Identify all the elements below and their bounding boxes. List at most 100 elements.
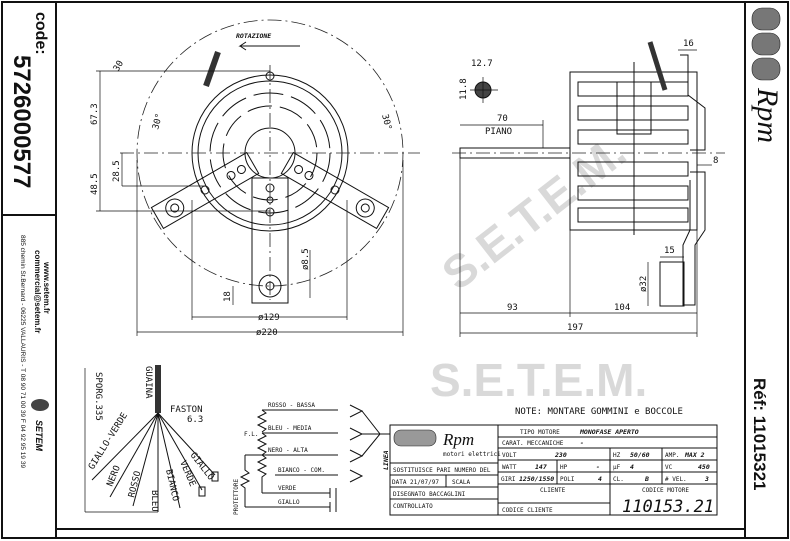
address-text: 885 chemin St.Bernard - 06225 VALLAURIS … — [19, 235, 26, 468]
cable-sheath-bundle — [155, 365, 161, 413]
schematic-line-label: ROSSO - BASSA — [268, 402, 315, 409]
faston-label: FASTON — [170, 405, 203, 415]
carat-value: - — [580, 439, 584, 447]
dim-total-length: 197 — [567, 323, 583, 333]
svg-text:Rpm: Rpm — [442, 430, 474, 449]
date-field: DATA 21/07/97 — [392, 479, 439, 486]
code-label: code: — [32, 12, 49, 55]
dim-arm-width: 30 — [112, 59, 126, 73]
amp-value: MAX 2 — [684, 451, 705, 459]
uf-value: 4 — [630, 463, 634, 471]
hz-value: 50/60 — [630, 451, 650, 459]
wire-label: ROSSO — [127, 470, 143, 499]
dim-shaft-width: 12.7 — [471, 59, 493, 69]
watt-value: 147 — [535, 463, 547, 471]
client-field: CLIENTE — [540, 487, 566, 494]
watermark-2: S.E.T.E.M. — [430, 354, 647, 406]
faston-size: 6.3 — [187, 415, 203, 425]
dim-hole-offset: 18 — [223, 291, 233, 302]
scale-field: SCALA — [452, 479, 470, 486]
poli-value: 4 — [598, 475, 602, 483]
hp-label: HP — [560, 464, 568, 471]
dim-angle-left: 30° — [151, 112, 165, 130]
side-view: 12.7 11.8 70 PIANO 16 8 15 ø32 93 104 19… — [452, 39, 725, 337]
rpm-logo-coils — [751, 7, 781, 81]
left-arm — [150, 151, 260, 230]
dim-body-length: 104 — [614, 303, 630, 313]
front-view: ROTAZIONE 67.3 48.5 28.5 30 30° 30° 18 ø… — [90, 19, 420, 338]
line-label: LINEA — [382, 450, 390, 470]
dim-bracket-offset: 8 — [713, 156, 718, 166]
poli-label: POLI — [560, 476, 575, 483]
cl-value: B — [644, 475, 649, 483]
schematic-line-label: BIANCO - COM. — [278, 467, 325, 474]
wiring-harness: GUAINA FASTON 6.3 SPORG.335 GIALLO-VERDE… — [84, 365, 219, 513]
rpm-logo-text: Rpm — [751, 87, 784, 143]
wire-label: NERO — [106, 464, 123, 488]
code-value: 5726000577 — [8, 55, 35, 188]
tipo-value: MONOFASE APERTO — [579, 428, 639, 436]
dim-bracket-top: 16 — [683, 39, 694, 49]
dim-shaft-height: 11.8 — [459, 78, 469, 100]
giri-value: 1250/1550 — [519, 475, 554, 483]
website-link[interactable]: www.setem.fr — [42, 261, 51, 314]
title-block-logo: Rpm motori elettrici — [393, 429, 501, 458]
carat-label: CARAT. MECCANICHE — [502, 440, 564, 447]
dim-angle-right: 30° — [379, 113, 393, 131]
vc-value: 450 — [698, 463, 710, 471]
faston-terminal — [211, 471, 219, 482]
reference-number: Réf: 11015321 — [750, 378, 769, 490]
dim-shaft-length: 93 — [507, 303, 518, 313]
dim-48-5: 48.5 — [90, 173, 100, 195]
watt-label: WATT — [502, 464, 517, 471]
tipo-label: TIPO MOTORE — [520, 429, 560, 436]
fl-label: F.L. — [244, 431, 258, 438]
right-panel: Rpm Réf: 11015321 — [750, 7, 784, 490]
wire-label: BLEU — [149, 490, 159, 512]
client-code-field: CODICE CLIENTE — [502, 507, 553, 514]
dim-hole-diameter: ø8.5 — [301, 248, 311, 270]
dim-body-diameter: ø129 — [258, 313, 280, 323]
giri-label: GIRI — [501, 476, 516, 483]
right-arm — [280, 151, 390, 230]
volt-label: VOLT — [502, 452, 517, 459]
rotation-arrow — [238, 41, 300, 51]
schematic-line-label: GIALLO — [278, 499, 300, 506]
vel-label: # VEL. — [665, 476, 687, 483]
cable-sheath — [203, 51, 221, 87]
svg-text:motori elettrici: motori elettrici — [443, 451, 501, 458]
bracket — [680, 54, 706, 306]
schematic-line-label: NERO - ALTA — [268, 447, 308, 454]
vel-value: 3 — [704, 475, 709, 483]
watermark: S.E.T.E.M. — [432, 125, 635, 300]
volt-value: 230 — [554, 451, 567, 459]
bottom-arm — [251, 177, 289, 304]
hp-value: - — [596, 463, 600, 471]
checked-by-field: CONTROLLATO — [393, 503, 433, 510]
email-link[interactable]: commercial@setem.fr — [33, 250, 42, 333]
dim-cap-diameter: ø32 — [639, 276, 649, 292]
capacitor-cap — [659, 261, 685, 307]
schematic-line-label: VERDE — [278, 485, 296, 492]
dim-cap-length: 15 — [664, 246, 675, 256]
motor-code-value: 110153.21 — [622, 497, 714, 517]
sostituisce-label: SOSTITUISCE PARI NUMERO DEL — [393, 467, 491, 474]
amp-label: AMP. — [665, 452, 679, 459]
dim-fix-diameter: ø220 — [256, 328, 278, 338]
cl-label: CL. — [613, 476, 624, 483]
vc-label: VC — [665, 464, 673, 471]
dim-flat-length: 70 — [497, 114, 508, 124]
left-panel: code: 5726000577 www.setem.fr commercial… — [8, 12, 51, 468]
schematic-line-label: BLEU - MEDIA — [268, 425, 312, 432]
hz-label: HZ — [613, 452, 621, 459]
drawn-by-field: DISEGNATO BACCAGLINI — [393, 491, 466, 498]
rotation-label: ROTAZIONE — [236, 32, 271, 40]
dim-67-3: 67.3 — [90, 103, 100, 125]
svg-text:SETEM: SETEM — [34, 420, 44, 452]
note-text: NOTE: MONTARE GOMMINI e BOCCOLE — [515, 407, 683, 417]
title-block: Rpm motori elettrici TIPO MOTORE MONOFAS… — [389, 424, 718, 517]
motor-code-label: CODICE MOTORE — [642, 487, 689, 494]
schematic: ROSSO - BASSA BLEU - MEDIA NERO - ALTA B… — [233, 402, 390, 515]
